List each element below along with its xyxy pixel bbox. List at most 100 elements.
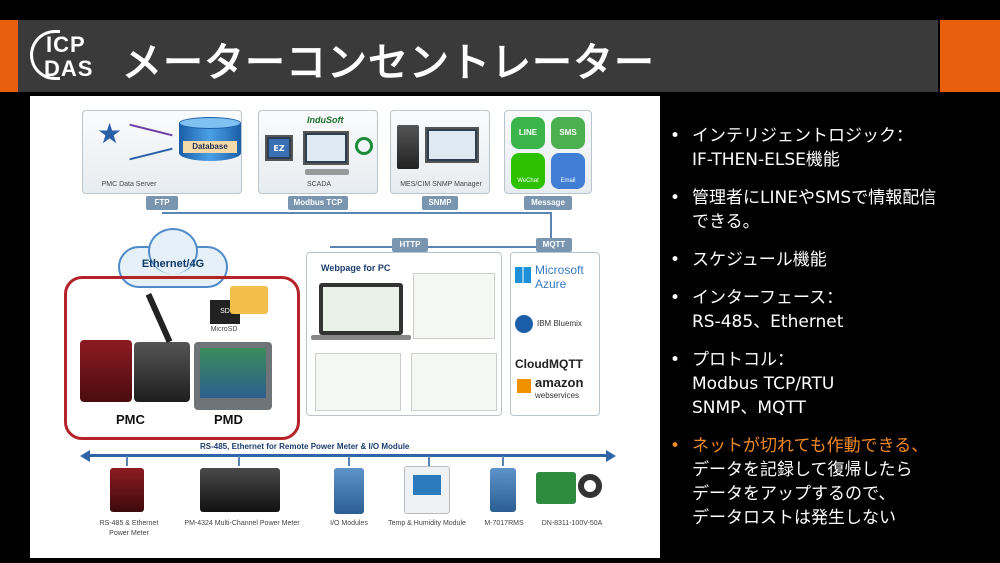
- accent-block-left: [0, 20, 18, 92]
- tag-ftp: FTP: [146, 196, 178, 210]
- rs485-bus-line: [88, 454, 608, 457]
- drop-line: [428, 456, 430, 466]
- azure-line2: Azure: [535, 277, 567, 291]
- caption-data-server: PMC Data Server: [101, 181, 157, 188]
- backbone-line: [162, 212, 552, 214]
- drop-line: [238, 456, 240, 466]
- server-star-icon: ★: [97, 117, 123, 150]
- screenshot-thumb: [411, 353, 497, 411]
- azure-line1: Microsoft: [535, 263, 584, 277]
- tag-snmp: SNMP: [422, 196, 458, 210]
- pmd-label: PMD: [214, 412, 243, 427]
- amazon-label: amazon: [535, 375, 584, 390]
- aws-icon: [517, 379, 531, 393]
- cloudmqtt-label: CloudMQTT: [515, 357, 583, 371]
- pmd-device-icon: [194, 342, 272, 410]
- bullet-text: できる。: [692, 212, 760, 232]
- folder-icon: [230, 286, 268, 314]
- line-app-icon: LINE: [511, 117, 545, 149]
- tag-message: Message: [524, 196, 572, 210]
- power-meter-icon: [110, 468, 144, 512]
- bus-label: RS-485, Ethernet for Remote Power Meter …: [200, 442, 410, 451]
- m7017rms-icon: [490, 468, 516, 512]
- arrow-icon: [129, 147, 173, 161]
- logo-text-top: ICP: [46, 32, 86, 57]
- http-line: [330, 246, 552, 248]
- screenshot-thumb: [413, 273, 495, 339]
- tag-mqtt: MQTT: [536, 238, 572, 252]
- mes-monitor-icon: [425, 127, 479, 163]
- pmc-device-icon: [80, 340, 132, 402]
- bullet-text: インテリジェントロジック：: [692, 126, 913, 146]
- bullet-text: IF-THEN-ELSE機能: [692, 150, 840, 170]
- screenshot-thumb: [315, 353, 401, 411]
- bullet-text: 管理者にLINEやSMSで情報配信: [692, 188, 937, 208]
- bus-arrow-left-icon: [80, 450, 90, 462]
- tag-modbus-tcp: Modbus TCP: [288, 196, 348, 210]
- io-module-icon: [334, 468, 364, 514]
- bullet-dot: •: [670, 288, 681, 308]
- caption-mes: MES/CIM SNMP Manager: [400, 181, 482, 188]
- keyboard-icon: [305, 169, 349, 175]
- database-label: Database: [183, 141, 237, 153]
- logo-text-bottom: DAS: [44, 56, 94, 81]
- ethernet-cloud-icon: Ethernet/4G: [118, 228, 228, 290]
- bullet-text: スケジュール機能: [692, 250, 827, 270]
- server-tower-icon: [397, 125, 419, 169]
- bus-arrow-right-icon: [606, 450, 616, 462]
- bullet-text: データをアップするので、: [692, 484, 896, 504]
- card-message: LINE SMS WeChat Email: [504, 110, 592, 194]
- bullet-text: Modbus TCP/RTU: [692, 374, 835, 394]
- pmc-device-icon: [134, 342, 190, 402]
- scada-monitor-icon: [303, 131, 349, 165]
- tag-http: HTTP: [392, 238, 428, 252]
- wechat-icon: WeChat: [511, 153, 545, 189]
- caption-pm4324: PM-4324 Multi-Channel Power Meter: [184, 520, 300, 527]
- webservices-label: webservices: [535, 391, 580, 400]
- arrow-icon: [129, 123, 173, 137]
- system-diagram: Database ★ PMC Data Server FTP InduSoft …: [30, 96, 660, 558]
- laptop-base: [311, 335, 411, 340]
- ct-sensor-icon: [578, 474, 602, 498]
- caption-temp-humidity: Temp & Humidity Module: [388, 520, 466, 527]
- ez-panel-icon: EZ: [265, 135, 293, 161]
- multichannel-meter-icon: [200, 468, 280, 512]
- database-icon: Database: [179, 117, 241, 165]
- bullet-dot: •: [670, 350, 681, 370]
- bullet-dot: •: [670, 250, 681, 270]
- card-mes: MES/CIM SNMP Manager: [390, 110, 490, 194]
- cloud-services-panel: Microsoft Azure IBM Bluemix CloudMQTT am…: [510, 252, 600, 416]
- drop-line: [126, 456, 128, 466]
- bullet-text: SNMP、MQTT: [692, 398, 806, 418]
- pmc-label: PMC: [116, 412, 145, 427]
- caption-dn8311: DN-8311-100V-50A: [541, 520, 603, 527]
- email-icon: Email: [551, 153, 585, 189]
- temp-humidity-icon: [404, 466, 450, 514]
- bullet-text: インターフェース：: [692, 288, 844, 308]
- bluemix-label: IBM Bluemix: [537, 319, 582, 328]
- slide-title: メーターコンセントレーター: [122, 40, 655, 86]
- accent-block-right: [940, 20, 1000, 92]
- windows-logo-icon: [515, 267, 531, 283]
- bullet-text: データロストは発生しない: [692, 508, 896, 528]
- connector-line: [550, 212, 552, 248]
- bullet-text: RS-485、Ethernet: [692, 312, 844, 332]
- bullet-dot: •: [670, 126, 681, 146]
- icpdas-logo: ICP DAS: [28, 26, 100, 86]
- caption-power-meter: RS-485 & Ethernet: [99, 520, 159, 527]
- bullet-dot: •: [670, 436, 681, 456]
- caption-m7017rms: M-7017RMS: [484, 520, 524, 527]
- microsd-label: MicroSD: [210, 326, 238, 333]
- card-data-server: Database ★ PMC Data Server: [82, 110, 242, 194]
- indusoft-logo: InduSoft: [307, 115, 344, 125]
- bullet-dot: •: [670, 188, 681, 208]
- bullet-text: データを記録して復帰したら: [692, 460, 913, 480]
- bluemix-icon: [515, 315, 533, 333]
- cloud-label: Ethernet/4G: [141, 258, 205, 270]
- bullet-text: プロトコル：: [692, 350, 794, 370]
- device-highlight-box: [64, 276, 300, 440]
- laptop-icon: [319, 283, 403, 335]
- caption-power-meter-2: Power Meter: [109, 530, 149, 537]
- webpage-panel: Webpage for PC: [306, 252, 502, 416]
- drop-line: [502, 456, 504, 466]
